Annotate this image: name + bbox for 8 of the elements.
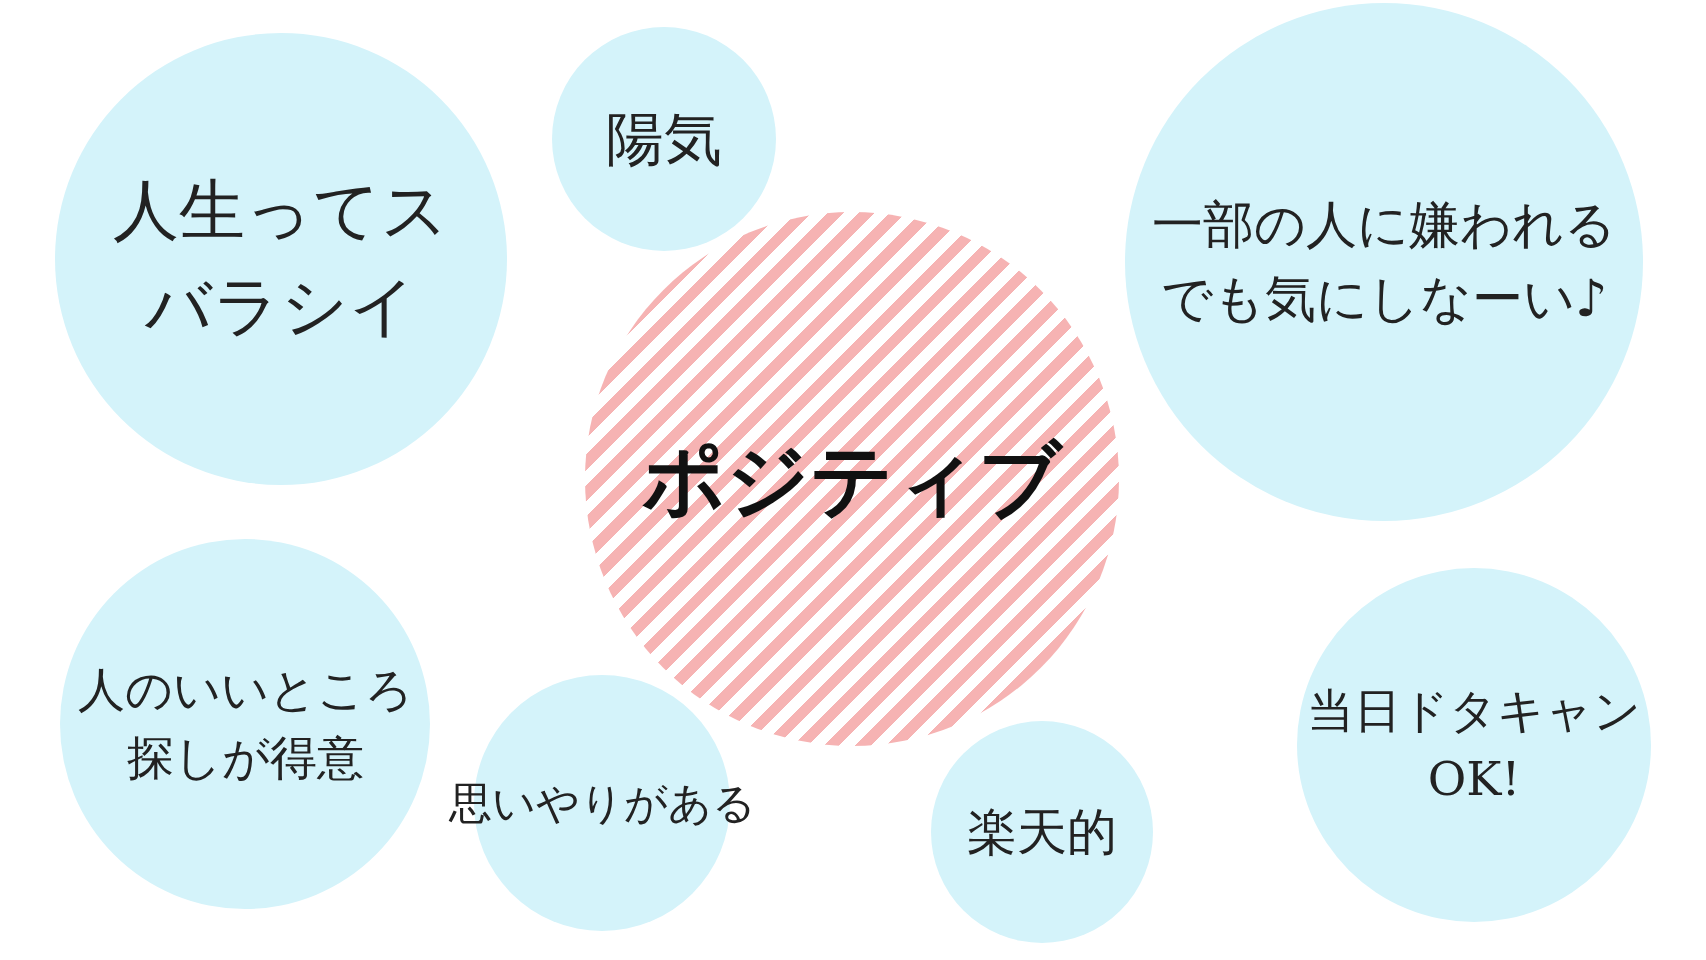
bubble-label: 楽天的 [966,801,1118,863]
bubble-label: 人生ってスバラシイ [112,171,450,347]
bubble-label: 当日ドタキャンOK! [1306,681,1642,808]
bubble-label: 陽気 [605,103,723,175]
bubble-label: 一部の人に嫌われるでも気にしなーい♪ [1151,194,1617,330]
bubble-label: 人のいいところ探しが得意 [76,660,414,787]
centre-label: ポジティブ [641,429,1065,529]
bubble-label: 思いやりがある [447,776,757,830]
